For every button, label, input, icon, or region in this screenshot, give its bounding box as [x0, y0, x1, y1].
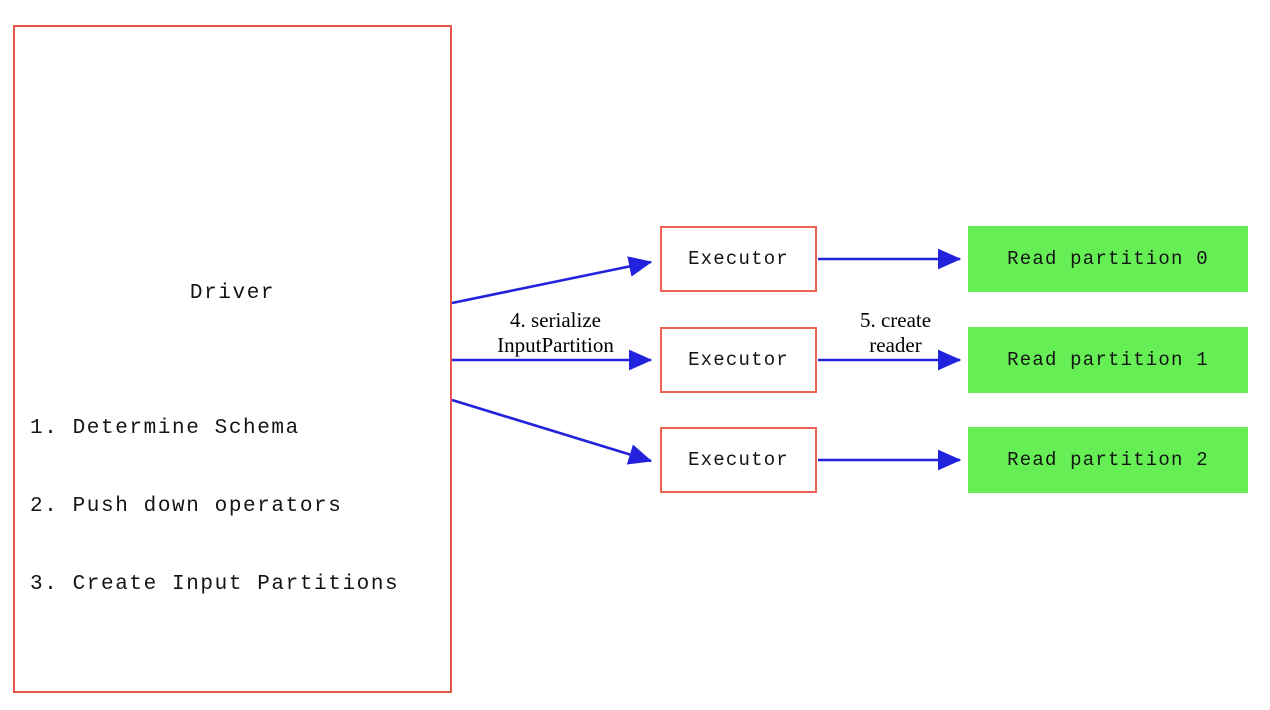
executor-label-1: Executor — [688, 349, 789, 371]
read-partition-label-2: Read partition 2 — [1007, 449, 1209, 471]
edge-label-create-reader-line-2: reader — [869, 333, 922, 357]
executor-box-0: Executor — [660, 226, 817, 292]
read-partition-label-1: Read partition 1 — [1007, 349, 1209, 371]
edge-label-serialize-line-2: InputPartition — [497, 333, 614, 357]
edge-label-serialize-input-partition: 4. serialize InputPartition — [468, 308, 643, 358]
driver-steps-list: 1. Determine Schema 2. Push down operato… — [30, 364, 399, 650]
arrow-driver-to-executor-0 — [451, 256, 653, 305]
read-partition-label-0: Read partition 0 — [1007, 248, 1209, 270]
driver-step-2: 2. Push down operators — [30, 495, 343, 518]
read-partition-box-1: Read partition 1 — [968, 327, 1248, 393]
driver-step-1: 1. Determine Schema — [30, 417, 300, 440]
read-partition-box-0: Read partition 0 — [968, 226, 1248, 292]
edge-label-create-reader-line-1: 5. create — [859, 308, 932, 332]
driver-title: Driver — [189, 282, 276, 305]
executor-box-2: Executor — [660, 427, 817, 493]
executor-label-0: Executor — [688, 248, 789, 270]
read-partition-box-2: Read partition 2 — [968, 427, 1248, 493]
edge-label-create-reader: 5. create reader — [828, 308, 963, 358]
driver-step-3: 3. Create Input Partitions — [30, 573, 400, 596]
driver-box: Driver 1. Determine Schema 2. Push down … — [13, 25, 452, 693]
edge-label-serialize-line-1: 4. serialize — [510, 308, 601, 332]
arrow-driver-to-executor-2 — [451, 398, 653, 465]
executor-label-2: Executor — [688, 449, 789, 471]
executor-box-1: Executor — [660, 327, 817, 393]
